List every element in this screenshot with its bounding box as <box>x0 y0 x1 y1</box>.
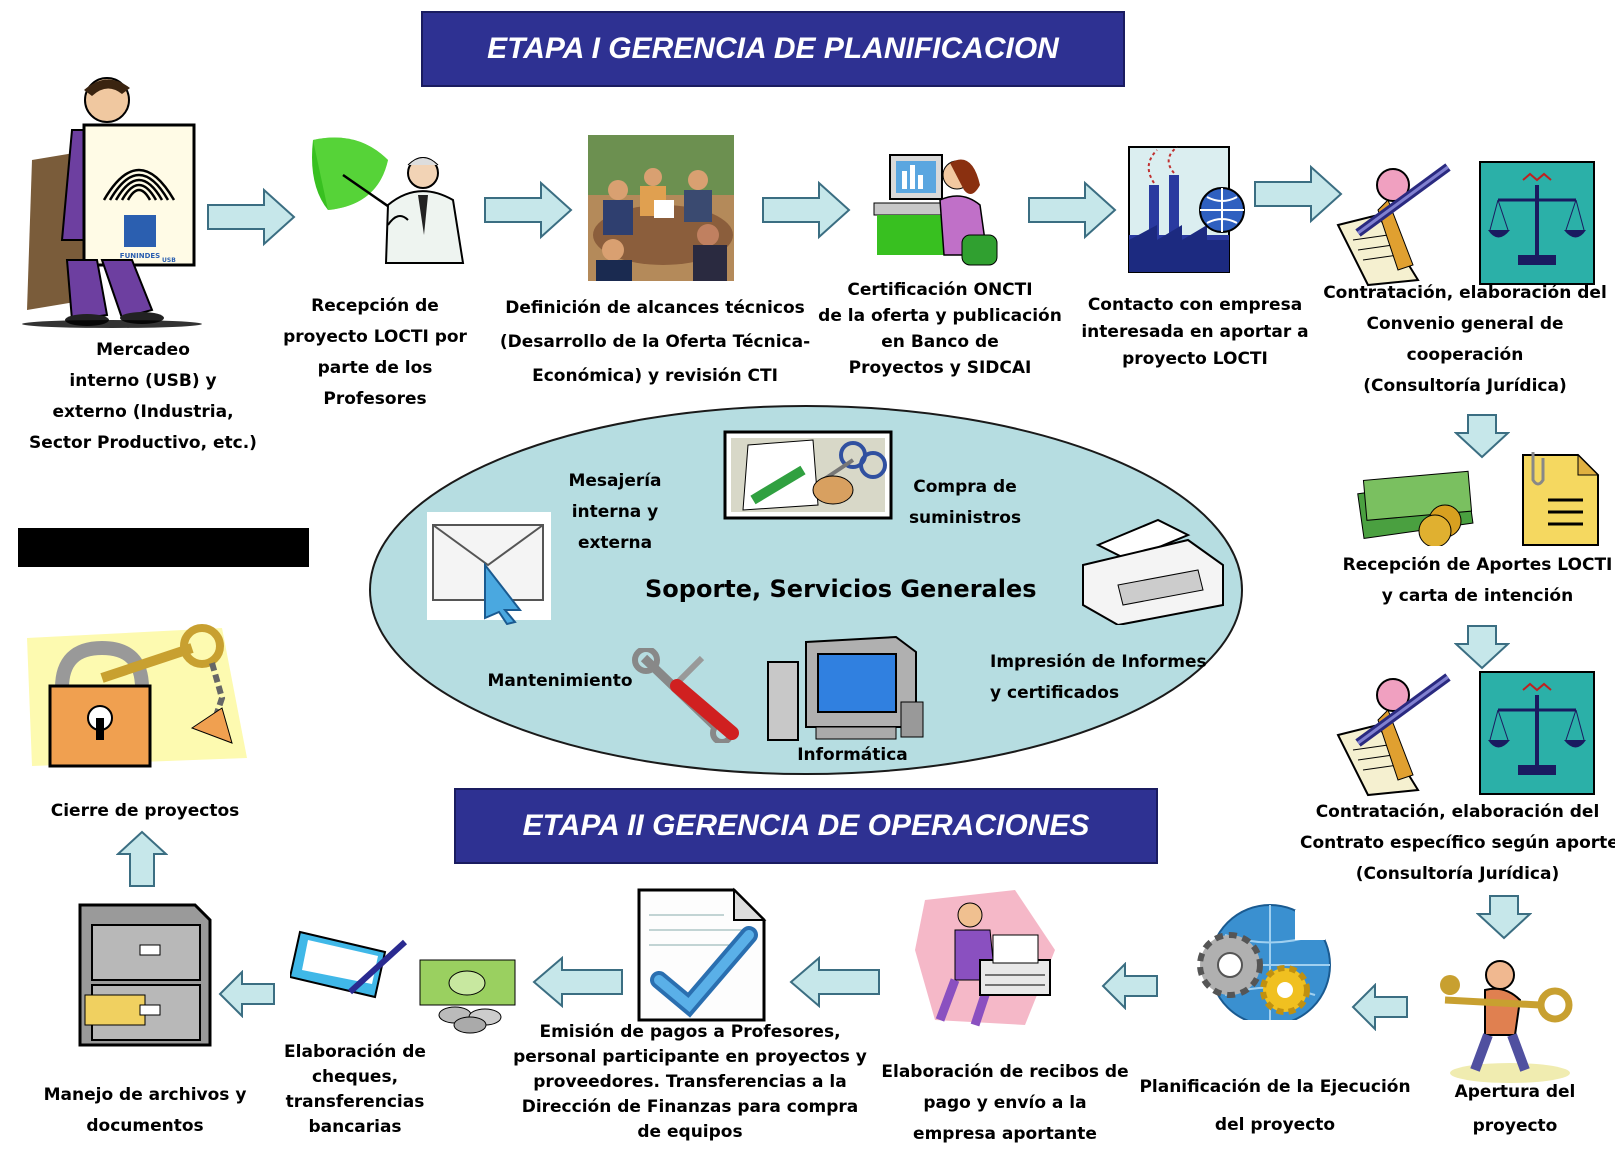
scales-of-justice-icon <box>1479 161 1595 285</box>
key-man-icon <box>1440 960 1573 1083</box>
arrow-down-2 <box>1454 625 1510 670</box>
label-cierre: Cierre de proyectos <box>50 801 240 821</box>
etapa2-banner: ETAPA II GERENCIA DE OPERACIONES <box>454 788 1158 864</box>
bills-coins-icon <box>419 959 516 1034</box>
arrow-right-3 <box>762 180 851 240</box>
filing-cabinet-icon <box>78 903 212 1047</box>
money-coins-icon <box>1357 470 1474 546</box>
redacted-box <box>18 528 309 567</box>
arrow-down-3 <box>1476 895 1532 940</box>
professor-icon <box>312 137 465 264</box>
label-definicion: Definición de alcances técnicos(Desarrol… <box>499 298 811 386</box>
arrow-right-1 <box>207 187 296 247</box>
arrow-right-5 <box>1254 164 1343 224</box>
arrow-left-3 <box>789 956 880 1008</box>
svg-text:USB: USB <box>162 257 176 264</box>
wrench-screwdriver-icon <box>632 648 739 743</box>
fax-person-icon <box>915 890 1055 1027</box>
etapa1-banner: ETAPA I GERENCIA DE PLANIFICACION <box>421 11 1125 87</box>
desktop-computer-icon <box>767 635 924 741</box>
arrow-right-4 <box>1028 180 1117 240</box>
label-emision: Emisión de pagos a Profesores,personal p… <box>513 1022 867 1142</box>
factory-globe-icon <box>1128 146 1245 273</box>
support-title: Soporte, Servicios Generales <box>645 575 1037 603</box>
contract-pen-icon <box>1336 163 1451 287</box>
printer-icon <box>1082 518 1224 625</box>
arrow-right-2 <box>484 180 573 240</box>
label-informatica: Informática <box>797 745 908 765</box>
svg-text:FUNINDES: FUNINDES <box>120 252 160 260</box>
checkbook-icon <box>290 930 408 999</box>
arrow-left-5 <box>218 970 275 1018</box>
envelope-icon <box>427 512 551 625</box>
support-ellipse <box>369 405 1243 775</box>
contract-pen-icon-2 <box>1336 673 1451 797</box>
document-clip-icon <box>1522 452 1600 546</box>
label-mantenimiento: Mantenimiento <box>487 671 633 691</box>
arrow-up <box>116 830 168 887</box>
meeting-photo-icon <box>588 135 734 281</box>
gears-globe-icon <box>1197 904 1331 1020</box>
arrow-left-4 <box>532 956 623 1008</box>
computer-user-icon <box>873 154 998 266</box>
office-supplies-icon <box>723 430 893 520</box>
checklist-document-icon <box>637 887 767 1022</box>
scales-of-justice-icon-2 <box>1479 671 1595 795</box>
marketing-man-icon: FUNINDES USB <box>22 77 202 328</box>
padlock-key-icon <box>27 624 247 768</box>
arrow-left-1 <box>1351 983 1408 1031</box>
arrow-left-2 <box>1101 962 1158 1010</box>
arrow-down-1 <box>1454 414 1510 459</box>
